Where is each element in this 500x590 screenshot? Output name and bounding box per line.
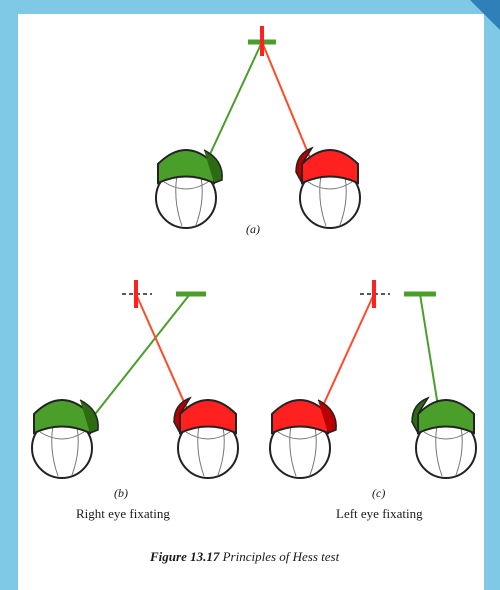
slide-frame-corner-shade (470, 0, 500, 30)
figure-caption-number: Figure 13.17 (150, 549, 220, 564)
slide-frame-left (0, 0, 18, 590)
figure-caption-text: Principles of Hess test (219, 549, 340, 564)
panel-c-green-goggle (417, 399, 475, 435)
panel-c-description: Left eye fixating (336, 506, 423, 521)
panel-b-left-eye (173, 396, 239, 479)
panel-a-right-eye (155, 149, 223, 229)
panel-b-right-eye (31, 399, 99, 479)
panel-c-label: (c) (372, 486, 386, 500)
panel-a-left-eye (295, 146, 361, 229)
panel-b-red-goggle (179, 399, 237, 435)
panel-b-label: (b) (114, 486, 128, 500)
panel-c-left-eye (411, 396, 477, 479)
slide-frame-right (484, 0, 500, 590)
panel-c-right-eye (269, 399, 337, 479)
figure-caption: Figure 13.17 Principles of Hess test (150, 549, 339, 565)
panel-c-drawing (269, 280, 477, 479)
panel-b-description: Right eye fixating (76, 506, 170, 521)
panel-a-red-goggle (301, 149, 359, 185)
slide-frame-top (0, 0, 500, 14)
panel-b-drawing (31, 280, 239, 479)
panel-a-drawing (155, 26, 361, 229)
panel-a-label: (a) (246, 222, 260, 236)
